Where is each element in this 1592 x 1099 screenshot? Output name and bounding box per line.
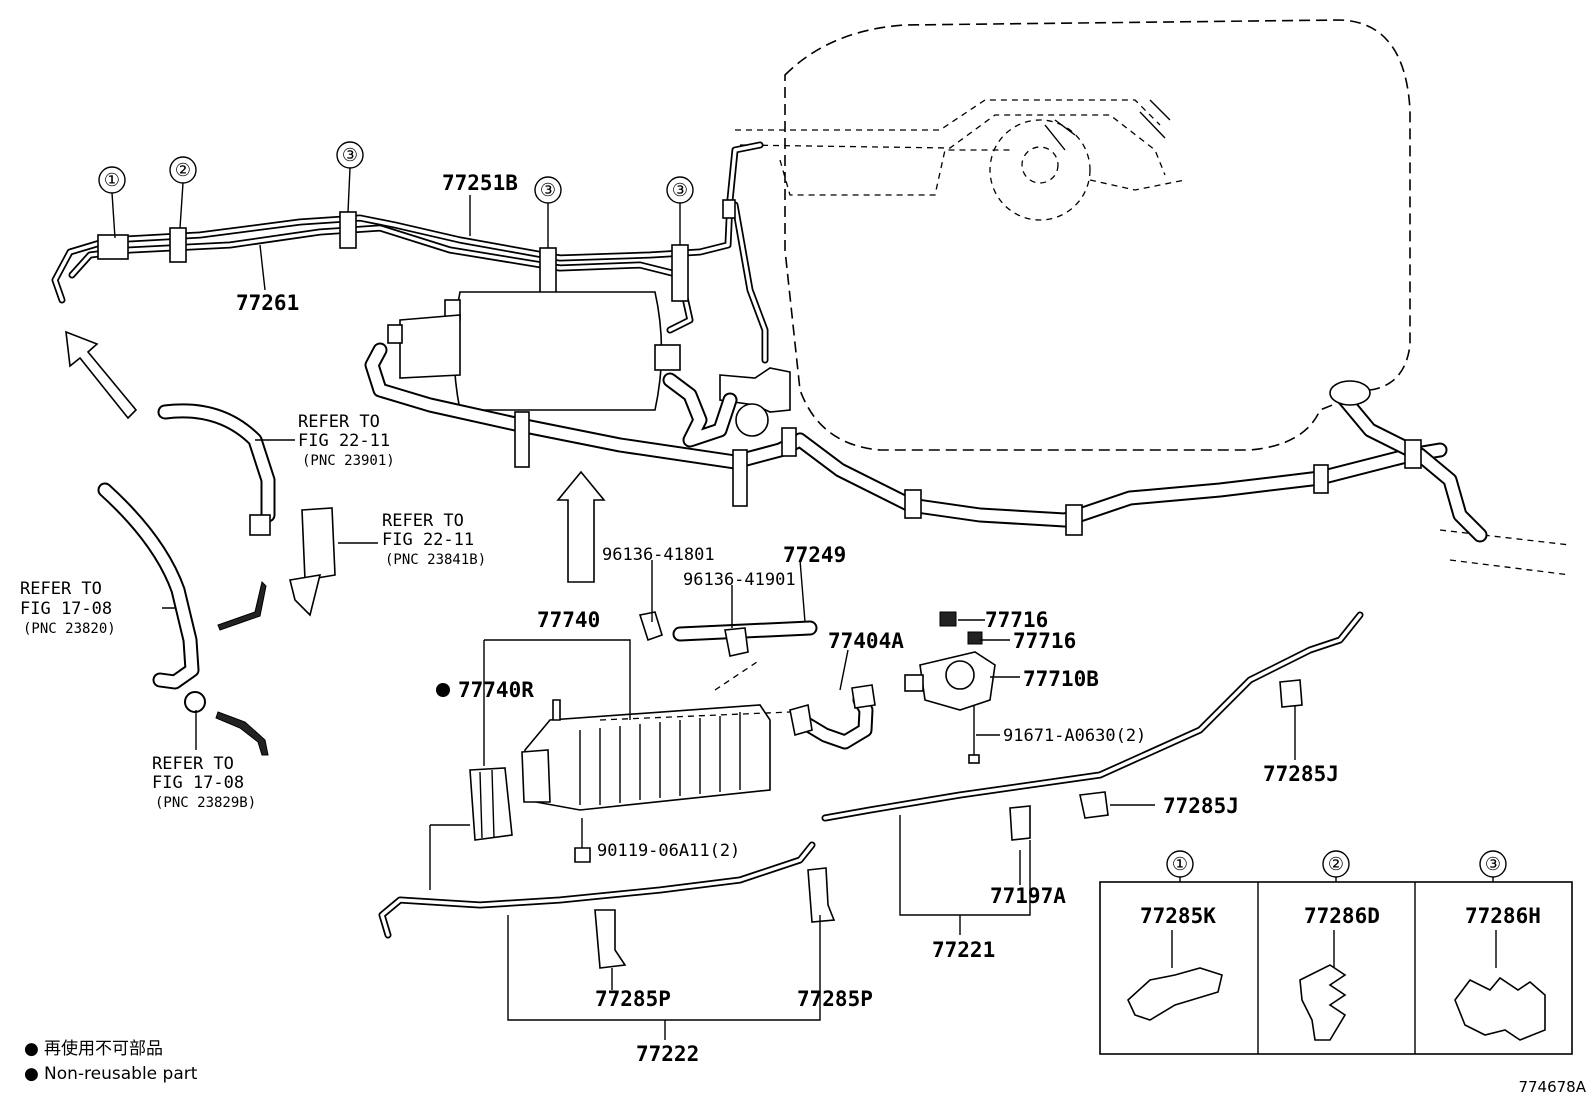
label-96136-41901: 96136-41901 (683, 570, 796, 590)
part-labels: 77251B 77261 77740 77740R 96136-41801 96… (236, 171, 1339, 1066)
label-77261: 77261 (236, 291, 299, 315)
label-77716-b: 77716 (1013, 629, 1076, 653)
lower-vapor-lines (378, 611, 1364, 1040)
valve-hose-group (638, 559, 1020, 764)
clamp-part-77285K: 77285K (1140, 904, 1216, 928)
label-77285P-a: 77285P (595, 987, 671, 1011)
ref-4-line2: FIG 17-08 (152, 773, 244, 793)
label-77710B: 77710B (1023, 667, 1099, 691)
ref-1-line2: FIG 22-11 (298, 431, 390, 451)
ref-3-pnc: (PNC 23820) (23, 621, 116, 637)
label-77740R: 77740R (458, 678, 534, 702)
ref-2-line2: FIG 22-11 (382, 530, 474, 550)
ref-4-line1: REFER TO (152, 754, 234, 774)
ref-2-pnc: (PNC 23841B) (385, 552, 486, 568)
label-77716-a: 77716 (985, 608, 1048, 632)
legend: ● 再使用不可部品 ● Non-reusable part (24, 1038, 198, 1084)
label-77404A: 77404A (828, 629, 904, 653)
non-reusable-marker (436, 683, 450, 697)
ref-3-line1: REFER TO (20, 579, 102, 599)
label-77249: 77249 (783, 543, 846, 567)
label-91671-A0630: 91671-A0630(2) (1003, 726, 1146, 746)
label-77285J-b: 77285J (1163, 794, 1239, 818)
fuel-tank-outline (735, 19, 1571, 576)
label-77251B: 77251B (442, 171, 518, 195)
clamp-table: ① ② ③ 77285K 77286D 77286H (1099, 850, 1573, 1055)
callout-3a: ③ (342, 145, 358, 166)
direction-arrows (65, 330, 606, 583)
upper-canister (387, 291, 791, 437)
callout-3b: ③ (540, 180, 556, 201)
ref-1-pnc: (PNC 23901) (302, 453, 395, 469)
clamp-77286H-drawing (1454, 976, 1546, 1041)
callout-3c: ③ (672, 180, 688, 201)
clamp-part-77286H: 77286H (1465, 904, 1541, 928)
reference-notes: REFER TO FIG 22-11 (PNC 23901) REFER TO … (20, 412, 486, 811)
label-90119-06A11: 90119-06A11(2) (597, 841, 740, 861)
callout-1: ① (104, 170, 120, 191)
legend-line-jp: 再使用不可部品 (44, 1038, 163, 1059)
label-77285J-a: 77285J (1263, 762, 1339, 786)
callout-2: ② (175, 160, 191, 181)
ref-3-line2: FIG 17-08 (20, 599, 112, 619)
label-77221: 77221 (932, 938, 995, 962)
legend-line-en: Non-reusable part (44, 1064, 198, 1084)
legend-marker-2: ● (24, 1064, 39, 1084)
clamp-part-77286D: 77286D (1304, 904, 1380, 928)
clamp-callout-2: ② (1328, 854, 1344, 875)
clamp-callout-1: ① (1172, 854, 1188, 875)
label-77197A: 77197A (990, 884, 1066, 908)
clamp-77285K-drawing (1127, 967, 1223, 1021)
ref-2-line1: REFER TO (382, 511, 464, 531)
clamp-callout-3: ③ (1485, 854, 1501, 875)
label-77740: 77740 (537, 608, 600, 632)
left-reference-parts (97, 403, 378, 756)
label-77222: 77222 (636, 1042, 699, 1066)
ref-4-pnc: (PNC 23829B) (155, 795, 256, 811)
label-96136-41801: 96136-41801 (602, 545, 715, 565)
lower-hose-route (364, 342, 1488, 543)
catalog-number: 774678A (1518, 1078, 1586, 1096)
upper-vapor-lines (51, 141, 769, 364)
label-77285P-b: 77285P (797, 987, 873, 1011)
line-callouts: ① ② ③ ③ ③ (98, 141, 694, 291)
legend-marker-1: ● (24, 1039, 39, 1059)
ref-1-line1: REFER TO (298, 412, 380, 432)
clamp-77286D-drawing (1299, 964, 1347, 1041)
canister-assembly-exploded (429, 639, 791, 890)
